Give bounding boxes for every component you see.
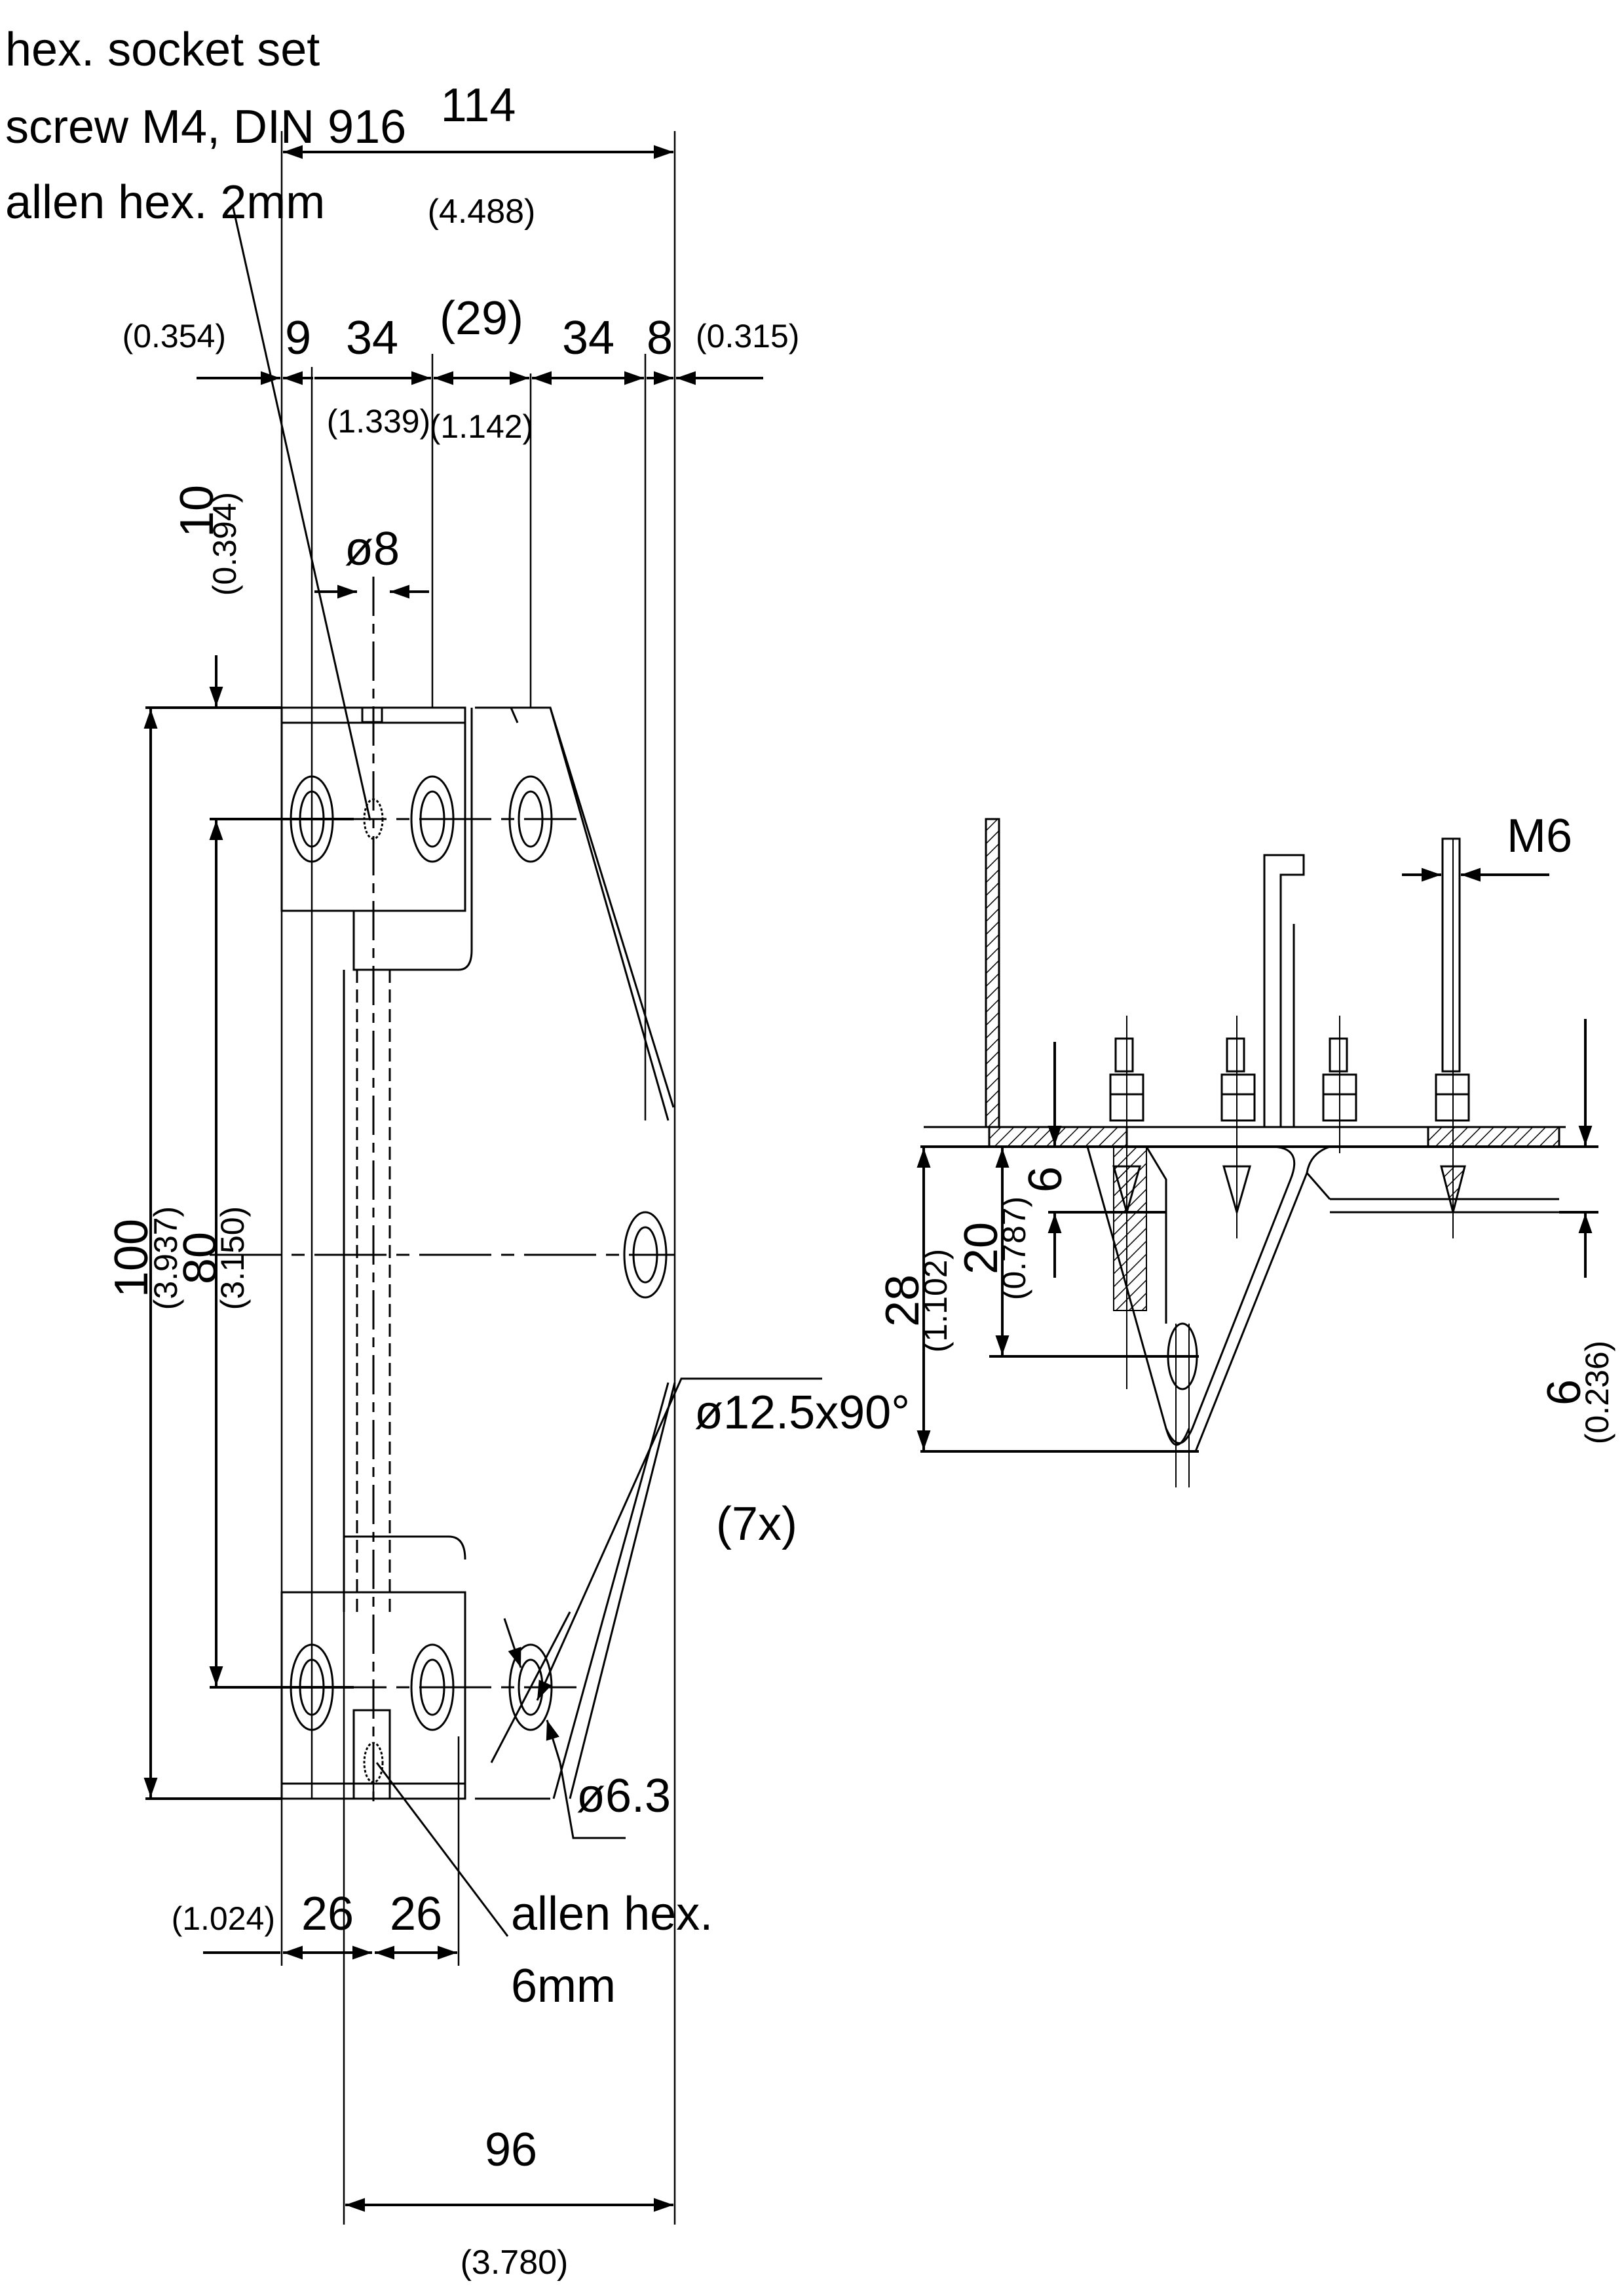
centerlines — [210, 577, 675, 1802]
dim-80-inch: (3.150) — [214, 1206, 251, 1310]
callout-allen-6-line2: 6mm — [511, 1960, 616, 2012]
countersink-spec: ø12.5x90° — [694, 1387, 910, 1439]
dim-114-inch: (4.488) — [428, 193, 536, 231]
thread-m6-text: M6 — [1507, 810, 1572, 862]
annotations: hex. socket set screw M4, DIN 916 allen … — [5, 24, 1615, 2282]
side-dimensions — [916, 868, 1598, 1453]
screw-2 — [1220, 1016, 1256, 1238]
leader-countersink — [536, 1377, 822, 1701]
screw-3 — [1322, 1016, 1357, 1153]
leader-d63-text — [559, 1762, 626, 1839]
screw-4 — [1435, 837, 1470, 1238]
set-screw-bottom — [363, 1742, 384, 1784]
top-chain-d3-inch: (1.142) — [430, 408, 533, 445]
dim-20-inch: (0.787) — [996, 1196, 1032, 1300]
dim-28-text: 28 — [877, 1274, 929, 1327]
leaders — [231, 204, 822, 1937]
top-chain-d4: 34 — [562, 312, 614, 364]
front-view — [145, 131, 676, 2225]
top-chain-left-inch: (0.354) — [123, 318, 226, 354]
top-chain-right-inch: (0.315) — [696, 318, 799, 354]
dim-114-text: 114 — [441, 79, 516, 132]
top-chain-d5: 8 — [647, 312, 673, 364]
leader-d63-top — [503, 1618, 522, 1668]
dim-20-text: 20 — [955, 1222, 1008, 1274]
leader-allen-6 — [375, 1762, 509, 1937]
side-view — [924, 818, 1598, 1487]
top-chain-d2-inch: (1.339) — [327, 403, 430, 440]
center-bar — [343, 970, 391, 1612]
top-chain-d1: 9 — [285, 312, 311, 364]
dim-6-right-text: 6 — [1538, 1379, 1591, 1406]
callout-set-screw-line2: screw M4, DIN 916 — [5, 101, 406, 153]
bottom-chain-d1: 26 — [301, 1888, 354, 1940]
callout-set-screw-line3: allen hex. 2mm — [5, 176, 325, 229]
dim-96-inch: (3.780) — [461, 2244, 569, 2282]
dim-80-text: 80 — [174, 1232, 227, 1284]
countersink-count: (7x) — [716, 1498, 797, 1550]
dim-10-text: 10 — [171, 485, 223, 537]
extension-lines — [280, 131, 676, 2225]
front-dimensions — [143, 145, 763, 2212]
dim-96-text: 96 — [485, 2124, 537, 2176]
top-chain-d3: (29) — [440, 292, 523, 345]
bottom-hole-1 — [290, 1643, 334, 1731]
bottom-chain-d2: 26 — [390, 1888, 442, 1940]
top-chain-d2: 34 — [346, 312, 398, 364]
callout-allen-6-line1: allen hex. — [511, 1888, 713, 1940]
callout-set-screw-line1: hex. socket set — [5, 24, 320, 76]
hole-d63-text: ø6.3 — [576, 1770, 671, 1822]
leader-set-screw — [231, 204, 371, 821]
dim-100-text: 100 — [105, 1219, 158, 1297]
bottom-chain-left-inch: (1.024) — [172, 1900, 275, 1937]
bottom-clamp-block — [280, 1535, 466, 1800]
bottom-hole-2 — [410, 1643, 455, 1731]
dim-28-inch: (1.102) — [917, 1249, 954, 1352]
screw-1 — [1109, 1016, 1144, 1389]
leader-d63-bottom — [546, 1719, 561, 1763]
dim-100-inch: (3.937) — [147, 1206, 184, 1310]
hole-d8-text: ø8 — [345, 523, 400, 575]
dim-6-right-inch: (0.236) — [1579, 1341, 1615, 1444]
middle-hole — [623, 1211, 668, 1299]
top-clamp-block — [280, 706, 473, 971]
dim-6-top-text: 6 — [1019, 1166, 1072, 1193]
dim-10-inch: (0.394) — [206, 492, 243, 596]
right-profile — [475, 706, 676, 1800]
